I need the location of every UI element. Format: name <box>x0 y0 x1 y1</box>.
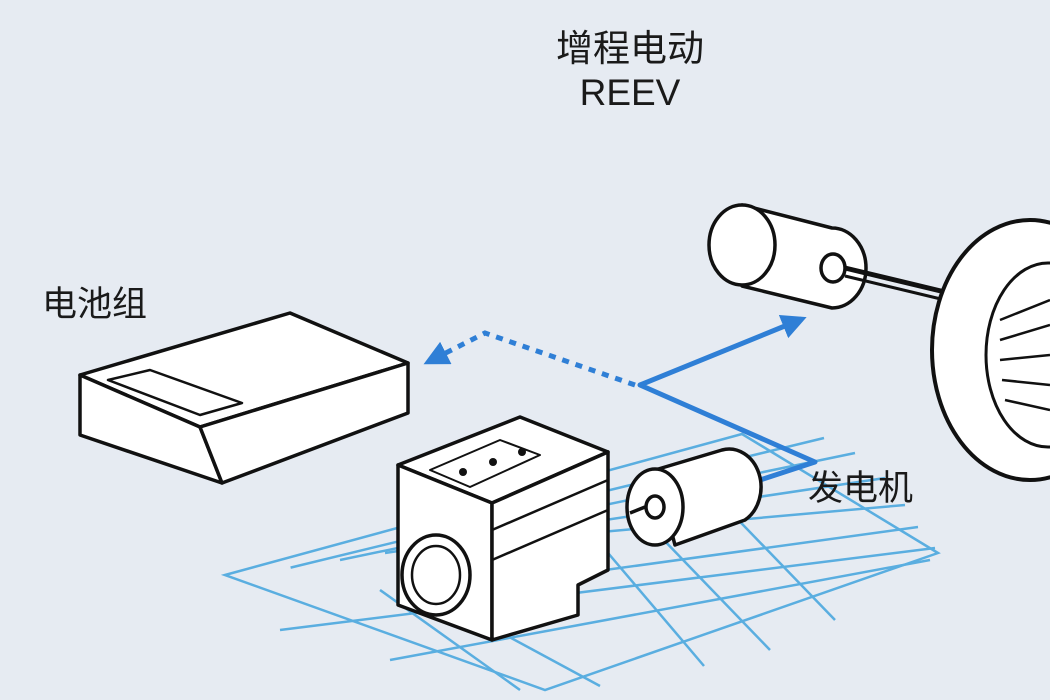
generator-label: 发电机 <box>808 469 914 509</box>
drive-motor-icon <box>707 203 946 310</box>
battery-pack-label: 电池组 <box>42 285 148 325</box>
generator-to-motor-flow <box>637 314 818 483</box>
generator-icon <box>625 447 763 547</box>
battery-pack-icon <box>78 311 410 485</box>
diagram-title-chinese: 增程电动 <box>556 27 704 70</box>
engine-icon <box>396 415 610 642</box>
charging-flow-arrow <box>423 330 636 388</box>
diagram-title-english: REEV <box>579 72 681 113</box>
wheel-icon <box>930 218 1050 482</box>
